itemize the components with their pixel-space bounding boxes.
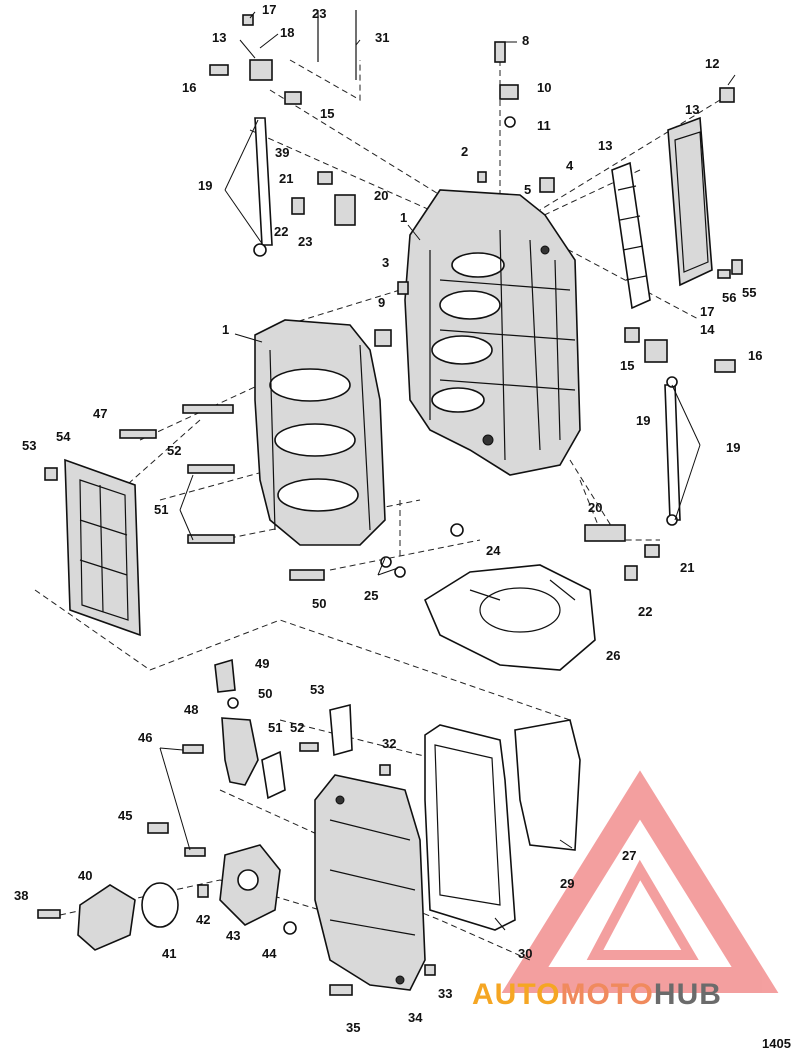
- callout-32: 34: [408, 1010, 423, 1025]
- callout-21b: 21: [680, 560, 694, 575]
- callout-25: 25: [364, 588, 378, 603]
- callout-17: 18: [280, 25, 294, 40]
- callout-39: 43: [226, 928, 240, 943]
- callout-30: 30: [518, 946, 532, 961]
- callout-15b: 15: [620, 358, 634, 373]
- callout-27: 27: [622, 848, 636, 863]
- watermark-logo: [501, 770, 779, 993]
- callout-21: 21: [279, 171, 293, 186]
- callout-5: 5: [524, 182, 531, 197]
- callout-1b: 1: [222, 322, 229, 337]
- callout-46: 50: [258, 686, 272, 701]
- callout-31: 32: [382, 736, 396, 751]
- callout-35: 39: [275, 145, 289, 160]
- callout-36: 40: [78, 868, 92, 883]
- watermark-text-hub: HUB: [654, 978, 722, 1011]
- callout-13: 13: [212, 30, 226, 45]
- callout-40: 44: [262, 946, 277, 961]
- callout-13b: 14: [700, 322, 715, 337]
- callout-29: 29: [560, 876, 574, 891]
- callout-10: 12: [705, 56, 719, 71]
- callout-47: 51: [268, 720, 282, 735]
- callout-33: 35: [346, 1020, 360, 1035]
- callout-51: 51: [154, 502, 168, 517]
- callout-53: 53: [22, 438, 36, 453]
- callout-1: 1: [400, 210, 407, 225]
- callout-8: 10: [537, 80, 551, 95]
- svg-text:AUTOMOTOHUB: AUTOMOTOHUB: [472, 978, 722, 1011]
- watermark-text-moto: MOTO: [560, 978, 653, 1011]
- callout-6: 8: [522, 33, 529, 48]
- callout-56: 56: [722, 290, 736, 305]
- callout-22b: 22: [638, 604, 652, 619]
- callout-52: 52: [167, 443, 181, 458]
- callout-7: 9: [378, 295, 385, 310]
- callout-labels: 17 23 18 13 31 8 12 16 10 15 13 11 13 39…: [14, 2, 762, 1035]
- callout-22: 22: [274, 224, 288, 239]
- callout-14: 17: [262, 2, 276, 17]
- watermark-text-auto: AUTO: [472, 978, 560, 1011]
- oil-filter-assembly: [77, 844, 281, 951]
- figure-number: 1405: [762, 1036, 791, 1051]
- callout-54: 54: [56, 429, 71, 444]
- callout-15: 15: [320, 106, 334, 121]
- callout-44: 48: [184, 702, 198, 717]
- base-gasket: [423, 564, 596, 671]
- callout-31b: 33: [438, 986, 452, 1001]
- callout-4: 4: [566, 158, 574, 173]
- intake-manifold: [611, 116, 713, 310]
- callout-41: 45: [118, 808, 132, 823]
- callout-2: 2: [461, 144, 468, 159]
- callout-50: 50: [312, 596, 326, 611]
- callout-49: 53: [310, 682, 324, 697]
- cylinder-block: [404, 189, 581, 476]
- callout-55: 55: [742, 285, 756, 300]
- cover-plate: [514, 719, 581, 851]
- callout-24: 24: [486, 543, 501, 558]
- callout-19: 19: [198, 178, 212, 193]
- leader-lines: [159, 11, 736, 931]
- callout-3: 3: [382, 255, 389, 270]
- callout-16b: 16: [748, 348, 762, 363]
- callout-38: 42: [196, 912, 210, 927]
- crankcase-cover: [314, 774, 426, 991]
- callout-37: 41: [162, 946, 176, 961]
- callout-16: 16: [182, 80, 196, 95]
- callout-48: 52: [290, 720, 304, 735]
- callout-12: 13: [598, 138, 612, 153]
- callout-20b: 20: [588, 500, 602, 515]
- callout-28: 31: [375, 30, 389, 45]
- callout-34: 38: [14, 888, 28, 903]
- callout-9: 11: [537, 118, 551, 133]
- callout-42: 46: [138, 730, 152, 745]
- head-cover: [64, 458, 141, 637]
- callout-18: 19: [636, 413, 650, 428]
- cylinder-head: [254, 319, 386, 546]
- callout-45: 49: [255, 656, 269, 671]
- fasteners: [37, 10, 743, 996]
- callout-23: 23: [312, 6, 326, 21]
- callout-23b: 23: [298, 234, 312, 249]
- callout-43: 47: [93, 406, 107, 421]
- callout-11: 13: [685, 102, 699, 117]
- water-fittings: [214, 658, 353, 800]
- callout-14b: 17: [700, 304, 714, 319]
- callout-19b: 19: [726, 440, 740, 455]
- callout-26: 26: [606, 648, 620, 663]
- callout-20: 20: [374, 188, 388, 203]
- cover-gasket: [424, 724, 516, 931]
